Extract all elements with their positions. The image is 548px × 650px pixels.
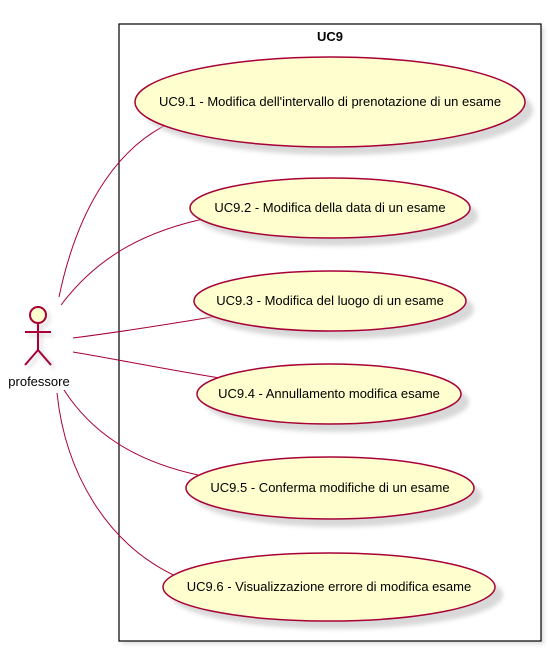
association-line-uc9-3 (72, 315, 219, 339)
use-case-uc9-5[interactable]: UC9.5 - Conferma modifiche di un esame (185, 456, 482, 527)
use-case-label: UC9.6 - Visualizzazione errore di modifi… (187, 579, 471, 594)
association-line-uc9-6 (56, 392, 181, 579)
actor-head (29, 306, 47, 324)
use-case-uc9-3[interactable]: UC9.3 - Modifica del luogo di un esame (193, 270, 474, 339)
use-case-uc9-1[interactable]: UC9.1 - Modifica dell'intervallo di pren… (134, 56, 533, 155)
actor-label: professore (8, 374, 69, 389)
use-case-uc9-6[interactable]: UC9.6 - Visualizzazione errore di modifi… (162, 552, 503, 629)
association-line-uc9-5 (63, 389, 199, 476)
use-case-label: UC9.1 - Modifica dell'intervallo di pren… (159, 94, 501, 109)
use-case-label: UC9.4 - Annullamento modifica esame (218, 386, 440, 401)
association-line-uc9-4 (72, 351, 221, 379)
actor-body (24, 323, 52, 366)
association-line-uc9-2 (60, 217, 209, 306)
use-case-label: UC9.3 - Modifica del luogo di un esame (216, 293, 444, 308)
use-case-uc9-4[interactable]: UC9.4 - Annullamento modifica esame (196, 363, 469, 432)
use-case-uc9-2[interactable]: UC9.2 - Modifica della data di un esame (189, 177, 478, 246)
use-case-label: UC9.5 - Conferma modifiche di un esame (210, 480, 449, 495)
system-title: UC9 (317, 29, 343, 44)
association-line-uc9-1 (58, 121, 173, 298)
associations (56, 121, 221, 579)
actor-professore[interactable]: professore (8, 306, 70, 389)
use-case-label: UC9.2 - Modifica della data di un esame (214, 200, 445, 215)
